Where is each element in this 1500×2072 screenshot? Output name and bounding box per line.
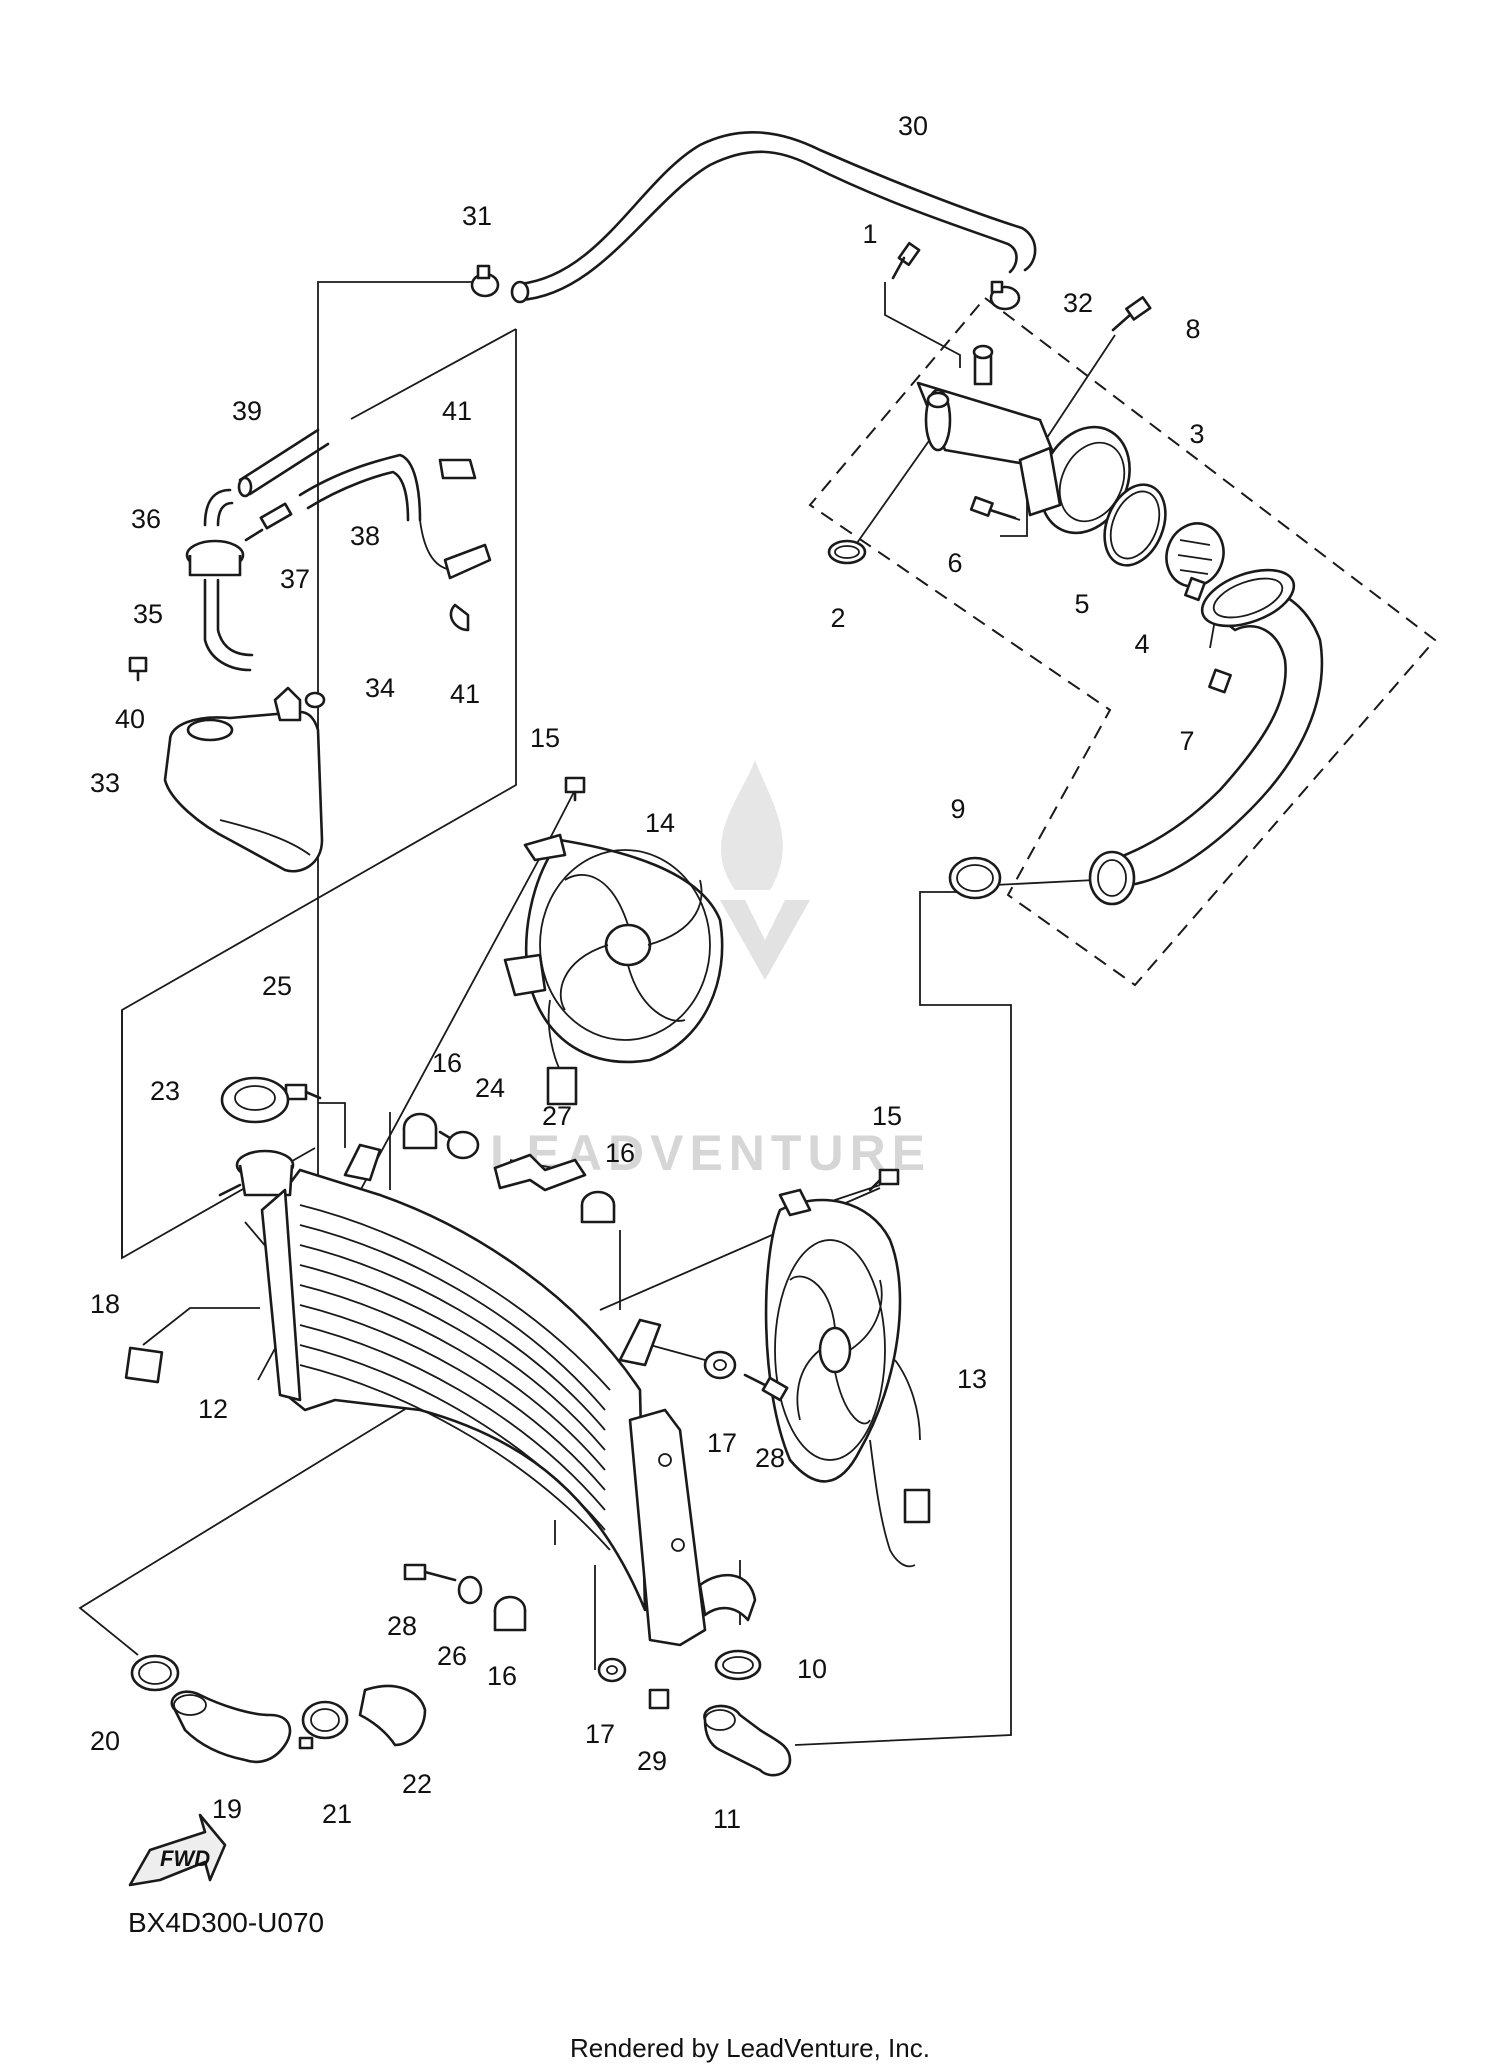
callout-label: 1 bbox=[862, 219, 877, 249]
bolt-15-right bbox=[868, 1168, 900, 1192]
callout-label: 6 bbox=[947, 548, 962, 578]
footer-credit: Rendered by LeadVenture, Inc. bbox=[570, 2033, 930, 2063]
callout-labels: 30 31 1 32 8 3 2 6 5 4 7 39 41 36 38 37 … bbox=[90, 111, 1205, 1834]
callout-label: 19 bbox=[212, 1794, 242, 1824]
fwd-label: FWD bbox=[160, 1846, 210, 1871]
guard-22 bbox=[358, 1684, 427, 1747]
fan-13 bbox=[764, 1188, 931, 1568]
callout-label: 4 bbox=[1134, 629, 1149, 659]
callout-label: 9 bbox=[950, 794, 965, 824]
thermostat-assembly-frame bbox=[808, 297, 1437, 987]
grommet-16-lower bbox=[493, 1595, 527, 1632]
callout-label: 38 bbox=[350, 521, 380, 551]
callout-label: 7 bbox=[1179, 726, 1194, 756]
callout-label: 12 bbox=[198, 1394, 228, 1424]
coolant-hose-30 bbox=[510, 130, 1037, 304]
callout-label: 16 bbox=[432, 1048, 462, 1078]
callout-label: 28 bbox=[387, 1611, 417, 1641]
clamp-31 bbox=[470, 264, 500, 298]
o-ring-2 bbox=[827, 539, 867, 565]
callout-label: 8 bbox=[1185, 314, 1200, 344]
rubber-block-18 bbox=[124, 1346, 164, 1384]
bolt-8 bbox=[1111, 296, 1152, 332]
callout-label: 27 bbox=[542, 1101, 572, 1131]
nut-29 bbox=[648, 1688, 670, 1710]
callout-label: 17 bbox=[707, 1428, 737, 1458]
callout-label: 34 bbox=[365, 673, 395, 703]
o-ring-5 bbox=[1103, 483, 1167, 567]
callout-label: 39 bbox=[232, 396, 262, 426]
clamp-21 bbox=[298, 1700, 349, 1750]
radiator-12 bbox=[218, 1143, 757, 1647]
callout-label: 29 bbox=[637, 1746, 667, 1776]
leader-lines bbox=[78, 281, 1218, 1746]
callout-label: 33 bbox=[90, 768, 120, 798]
callout-label: 5 bbox=[1074, 589, 1089, 619]
grommet-16-upper bbox=[402, 1112, 438, 1150]
callout-label: 20 bbox=[90, 1726, 120, 1756]
bolt-1 bbox=[891, 241, 921, 280]
callout-label: 28 bbox=[755, 1443, 785, 1473]
callout-label: 37 bbox=[280, 564, 310, 594]
thermostat-housing-3 bbox=[916, 344, 1131, 535]
collar-24 bbox=[438, 1130, 480, 1160]
bolt-15-upper bbox=[564, 776, 586, 802]
reservoir-group bbox=[128, 428, 492, 873]
callout-label: 36 bbox=[131, 504, 161, 534]
callout-label: 35 bbox=[133, 599, 163, 629]
callout-label: 16 bbox=[487, 1661, 517, 1691]
callout-label: 25 bbox=[262, 971, 292, 1001]
callout-label: 11 bbox=[713, 1804, 741, 1834]
callout-label: 17 bbox=[585, 1719, 615, 1749]
callout-label: 3 bbox=[1189, 419, 1204, 449]
callout-label: 40 bbox=[115, 704, 145, 734]
callout-label: 18 bbox=[90, 1289, 120, 1319]
bolt-25 bbox=[284, 1083, 322, 1101]
callout-label: 41 bbox=[450, 679, 480, 709]
radiator-cap-23 bbox=[220, 1076, 290, 1124]
bolt-6 bbox=[969, 495, 1017, 520]
callout-label: 14 bbox=[645, 808, 675, 838]
nut-7 bbox=[1208, 668, 1232, 694]
thermostat-outlet-pipe bbox=[1088, 568, 1324, 906]
callout-label: 21 bbox=[322, 1799, 352, 1829]
collar-17-lower bbox=[597, 1657, 627, 1683]
collar-17-mid bbox=[703, 1350, 737, 1380]
callout-label: 10 bbox=[797, 1654, 827, 1684]
hose-19 bbox=[170, 1690, 292, 1764]
callout-label: 2 bbox=[830, 603, 845, 633]
callout-label: 41 bbox=[442, 396, 472, 426]
callout-label: 15 bbox=[530, 723, 560, 753]
bracket-27 bbox=[493, 1153, 587, 1192]
callout-label: 30 bbox=[898, 111, 928, 141]
callout-label: 22 bbox=[402, 1769, 432, 1799]
washer-26 bbox=[457, 1575, 483, 1605]
grommet-16-middle bbox=[580, 1190, 616, 1224]
diagram-code: BX4D300-U070 bbox=[128, 1907, 324, 1938]
clamp-32 bbox=[989, 280, 1021, 311]
callout-label: 24 bbox=[475, 1073, 505, 1103]
hose-11 bbox=[703, 1704, 792, 1777]
thermostat-4 bbox=[1165, 522, 1225, 602]
callout-label: 31 bbox=[462, 201, 492, 231]
callout-label: 32 bbox=[1063, 288, 1093, 318]
bolt-28-lower bbox=[403, 1563, 457, 1582]
callout-label: 16 bbox=[605, 1138, 635, 1168]
clamp-9 bbox=[948, 856, 1002, 900]
callout-label: 15 bbox=[872, 1101, 902, 1131]
forward-direction-badge: FWD bbox=[128, 1813, 227, 1887]
bolt-28-mid bbox=[743, 1373, 789, 1402]
callout-label: 23 bbox=[150, 1076, 180, 1106]
fan-14 bbox=[503, 833, 724, 1106]
clamp-10 bbox=[714, 1649, 762, 1681]
clamp-20 bbox=[130, 1654, 180, 1692]
callout-label: 13 bbox=[957, 1364, 987, 1394]
callout-label: 26 bbox=[437, 1641, 467, 1671]
